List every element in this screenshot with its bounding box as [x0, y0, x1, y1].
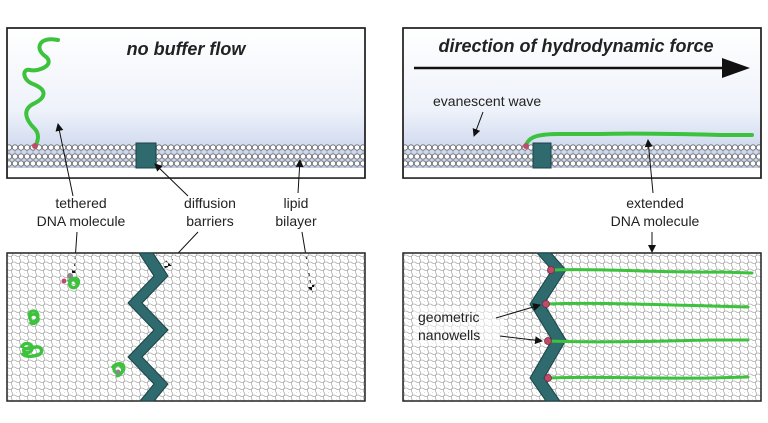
- lipid-label-2: bilayer: [275, 213, 317, 229]
- diffusion-label-2: barriers: [186, 213, 233, 229]
- extended-dna-strand: [546, 375, 750, 380]
- bottom-left-panel: [6, 252, 366, 402]
- nanowells: [542, 266, 555, 382]
- bottom-right-panel: geometric nanowells: [402, 252, 762, 402]
- panel-title-no-flow: no buffer flow: [127, 39, 247, 59]
- nanowell: [547, 266, 555, 274]
- tethered-label-1: tethered: [55, 195, 106, 211]
- nanowells-label-1: geometric: [418, 309, 479, 325]
- diffusion-barrier-left: [135, 142, 157, 169]
- dna-blob: [66, 276, 81, 290]
- nanowell-pointer-1: [495, 303, 541, 319]
- extended-dna-side: [524, 131, 754, 148]
- lipid-bilayer-left: [8, 144, 364, 168]
- top-left-panel: no buffer flow: [6, 27, 366, 179]
- extended-dna-strand: [546, 338, 750, 344]
- nanowell: [542, 300, 550, 308]
- tethered-pointer-up: [55, 123, 74, 197]
- nanowells-label-2: nanowells: [418, 327, 480, 343]
- extended-dna-strands: [544, 268, 754, 380]
- diffusion-label-1: diffusion: [184, 195, 236, 211]
- tethered-dna-coil: [22, 37, 60, 147]
- labels: tethered DNA molecule diffusion barriers…: [37, 123, 700, 293]
- nanowell-pointer-2: [499, 335, 543, 345]
- bilayer-surface-left: [6, 252, 366, 402]
- zigzag-barrier-left: [127, 252, 169, 402]
- nanowell: [544, 374, 552, 382]
- top-right-panel: direction of hydrodynamic force evanesce…: [402, 27, 762, 179]
- diffusion-barrier-right: [532, 142, 552, 169]
- extended-label-2: DNA molecule: [611, 213, 700, 229]
- diffusion-pointer-up: [154, 163, 189, 197]
- lipid-label-1: lipid: [284, 195, 309, 211]
- force-arrow-head: [722, 58, 750, 78]
- panel-title-force: direction of hydrodynamic force: [438, 36, 713, 56]
- lipid-bilayer-right: [404, 144, 760, 168]
- tethered-label-2: DNA molecule: [37, 213, 126, 229]
- dna-blob: [110, 362, 126, 378]
- nanowell: [544, 337, 552, 345]
- tether-point: [32, 143, 38, 149]
- lipid-pointer-up: [295, 159, 304, 194]
- extended-dna-strand: [544, 301, 750, 309]
- evanescent-wave-label: evanescent wave: [433, 93, 541, 109]
- dna-blob: [20, 341, 44, 359]
- extended-dna-strand: [550, 268, 754, 275]
- extended-label-1: extended: [626, 195, 684, 211]
- dna-blobs: [20, 273, 126, 378]
- wave-pointer: [472, 111, 484, 137]
- dna-blob: [27, 309, 40, 326]
- extended-pointer-up: [644, 139, 654, 194]
